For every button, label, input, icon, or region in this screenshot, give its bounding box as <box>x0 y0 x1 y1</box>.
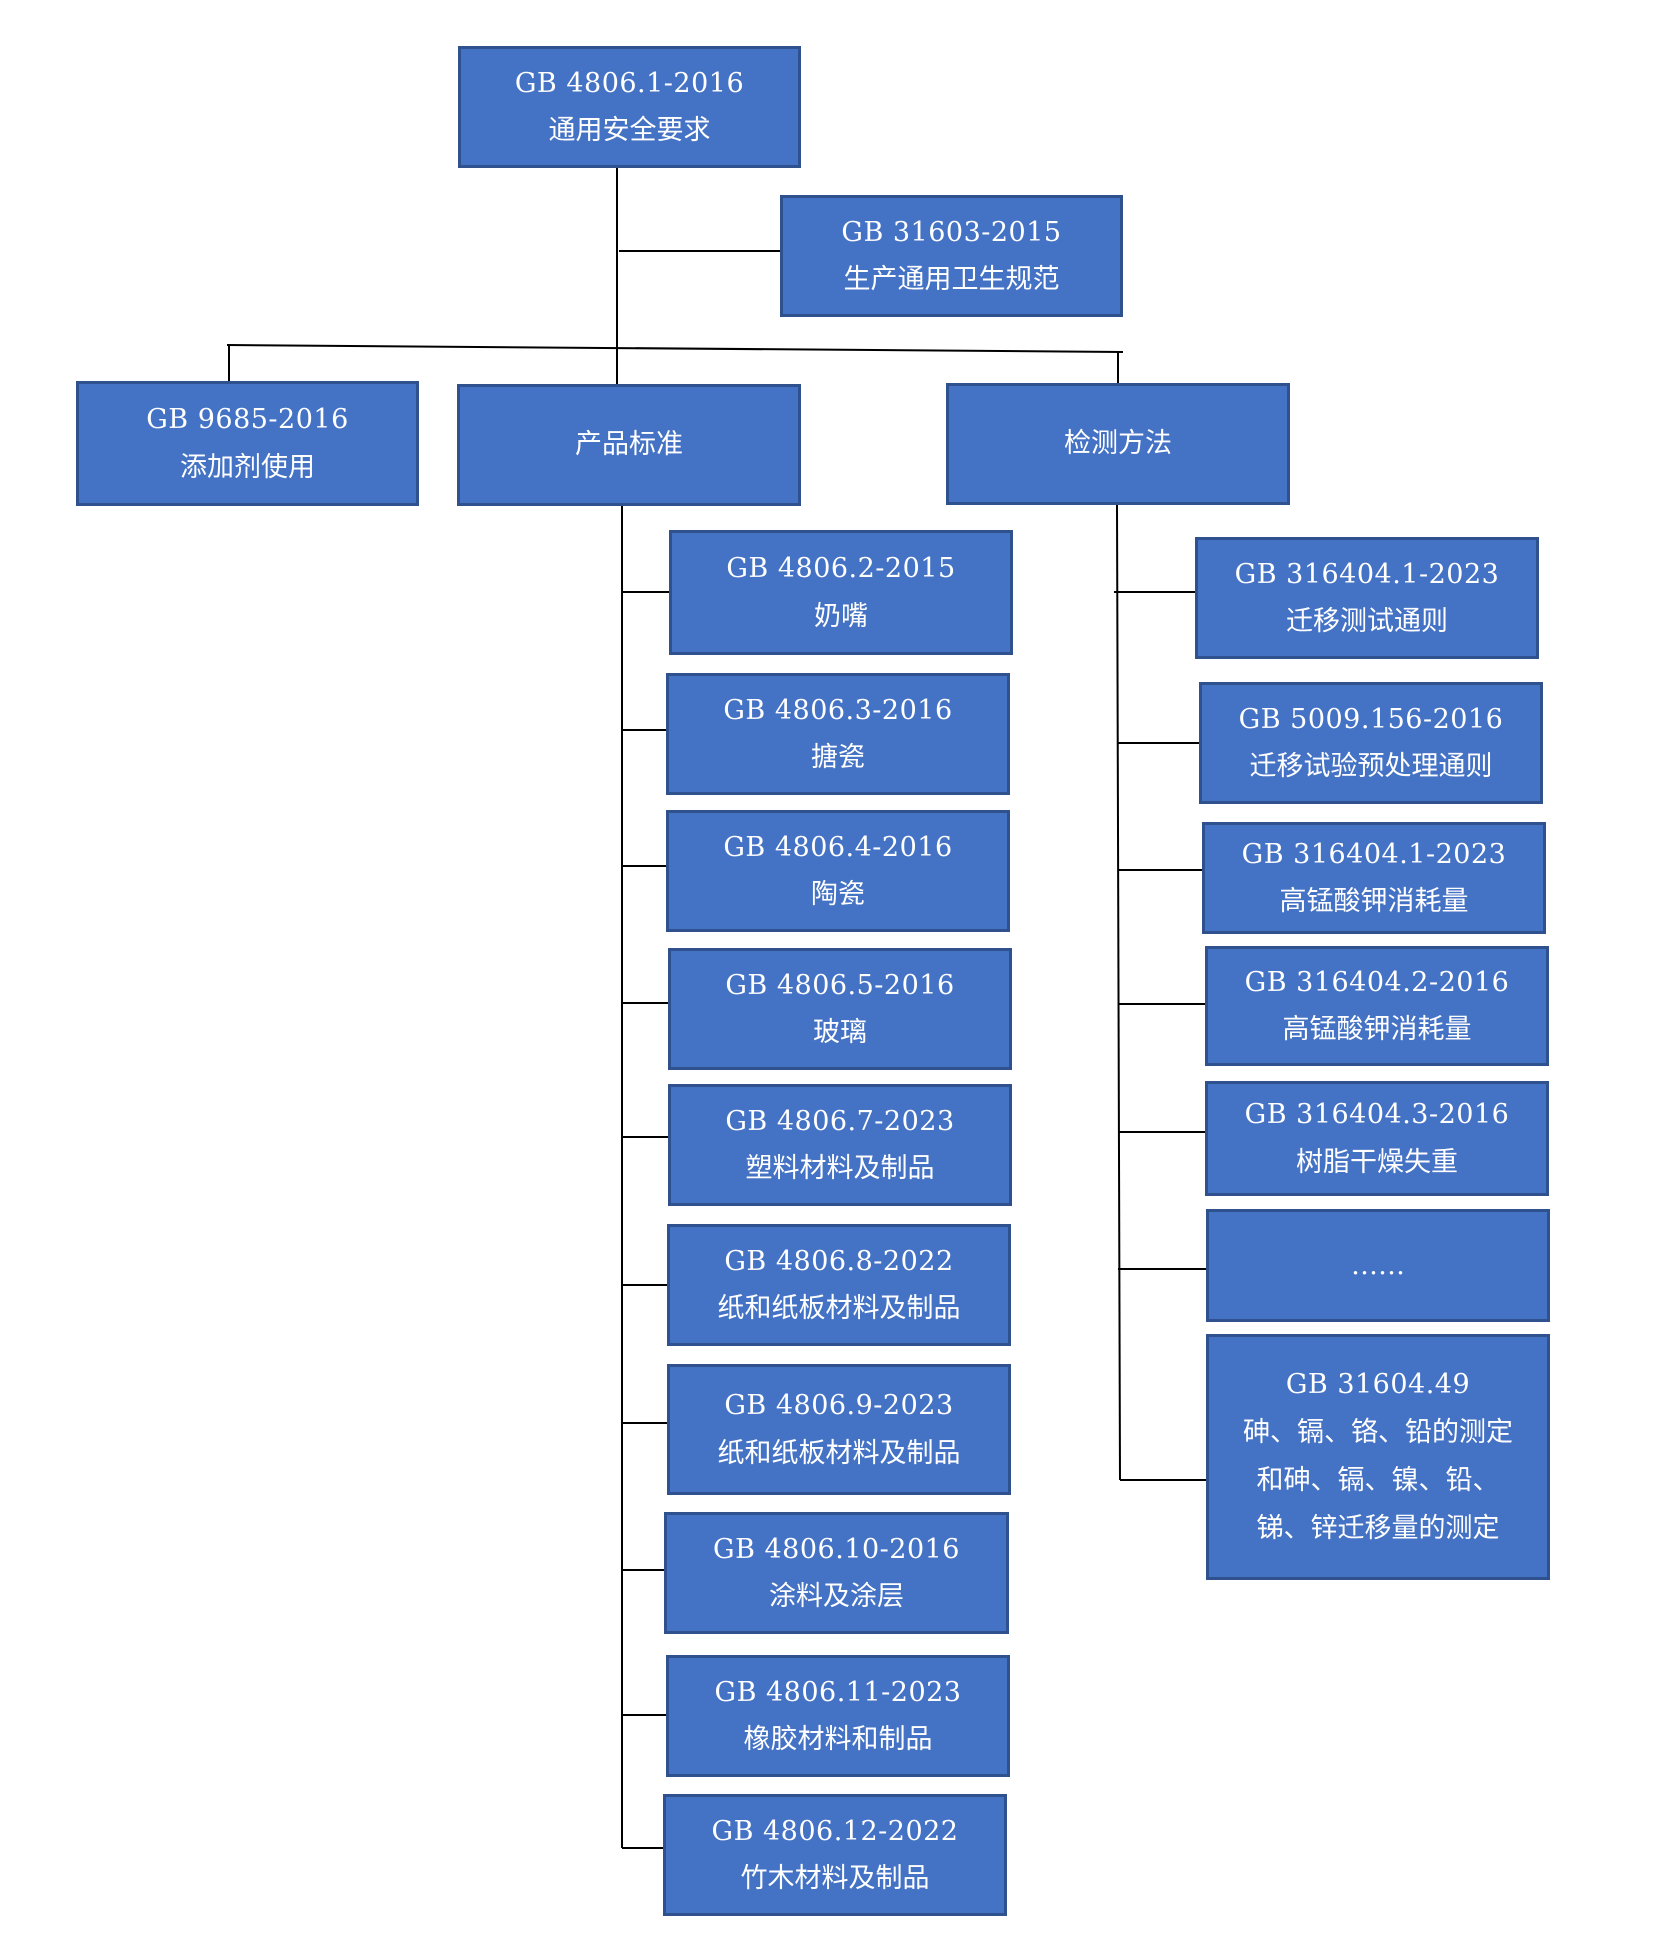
node-code: GB 5009.156-2016 <box>1238 703 1504 735</box>
node-code: GB 9685-2016 <box>146 404 349 436</box>
node-code: GB 4806.1-2016 <box>514 67 745 99</box>
product-standard-item: GB 4806.11-2023 橡胶材料和制品 <box>666 1655 1010 1777</box>
node-label-line-2: 和砷、镉、镍、铅、 <box>1256 1465 1500 1496</box>
node-hygiene-spec: GB 31603-2015 生产通用卫生规范 <box>780 195 1123 317</box>
node-label: 产品标准 <box>575 429 683 461</box>
node-label: 竹木材料及制品 <box>740 1863 930 1894</box>
node-label: 树脂干燥失重 <box>1296 1146 1458 1178</box>
node-label: 奶嘴 <box>814 600 868 632</box>
connector-top-bar <box>226 344 1124 353</box>
node-label: 生产通用卫生规范 <box>843 264 1060 295</box>
node-label: 塑料材料及制品 <box>745 1153 935 1184</box>
node-label: 迁移测试通则 <box>1286 606 1448 637</box>
test-method-item: GB 316404.2-2016 高锰酸钾消耗量 <box>1205 946 1549 1066</box>
node-code: GB 4806.9-2023 <box>724 1390 954 1422</box>
node-code: GB 316404.1-2023 <box>1241 838 1507 870</box>
node-code: GB 4806.2-2015 <box>726 553 956 585</box>
node-code: GB 4806.5-2016 <box>725 969 955 1001</box>
node-label: 玻璃 <box>813 1017 867 1048</box>
node-code: GB 4806.3-2016 <box>723 694 953 726</box>
node-label: 涂料及涂层 <box>769 1581 904 1612</box>
node-test-methods: 检测方法 <box>946 383 1290 505</box>
product-standard-item: GB 4806.12-2022 竹木材料及制品 <box>663 1794 1007 1916</box>
product-standard-item: GB 4806.7-2023 塑料材料及制品 <box>668 1084 1012 1206</box>
node-label: 纸和纸板材料及制品 <box>717 1437 961 1469</box>
node-code: GB 4806.10-2016 <box>713 1533 960 1565</box>
product-standard-item: GB 4806.4-2016 陶瓷 <box>666 810 1010 932</box>
node-additive-use: GB 9685-2016 添加剂使用 <box>76 381 419 506</box>
node-code: GB 4806.8-2022 <box>724 1245 954 1277</box>
product-standard-item: GB 4806.9-2023 纸和纸板材料及制品 <box>667 1364 1011 1495</box>
node-general-safety: GB 4806.1-2016 通用安全要求 <box>458 46 801 168</box>
node-code: GB 4806.4-2016 <box>723 831 953 863</box>
product-standard-item: GB 4806.3-2016 搪瓷 <box>666 673 1010 795</box>
node-code: GB 31604.49 <box>1285 1368 1471 1400</box>
test-method-item: GB 316404.1-2023 高锰酸钾消耗量 <box>1202 822 1546 934</box>
test-method-item: GB 316404.1-2023 迁移测试通则 <box>1195 537 1539 659</box>
product-standard-item: GB 4806.10-2016 涂料及涂层 <box>664 1512 1009 1634</box>
test-method-item-ellipsis: …… <box>1206 1209 1550 1322</box>
node-code: GB 31603-2015 <box>841 216 1062 248</box>
product-standard-item: GB 4806.5-2016 玻璃 <box>668 948 1012 1070</box>
node-label-line-3: 锑、锌迁移量的测定 <box>1256 1513 1500 1545</box>
node-label: 陶瓷 <box>811 879 865 910</box>
connector-test-spine <box>1116 504 1121 1481</box>
node-label: 迁移试验预处理通则 <box>1249 751 1493 782</box>
product-standard-item: GB 4806.2-2015 奶嘴 <box>669 530 1013 655</box>
node-code: GB 4806.11-2023 <box>714 1676 962 1708</box>
node-label: 橡胶材料和制品 <box>743 1724 933 1755</box>
node-code: GB 4806.7-2023 <box>725 1105 955 1137</box>
node-label: 检测方法 <box>1064 428 1172 460</box>
node-label-line-1: 砷、镉、铬、铅的测定 <box>1243 1416 1513 1448</box>
node-code: GB 316404.1-2023 <box>1234 558 1500 590</box>
node-label: …… <box>1351 1249 1405 1281</box>
test-method-item: GB 316404.3-2016 树脂干燥失重 <box>1205 1081 1549 1196</box>
node-label: 高锰酸钾消耗量 <box>1282 1014 1472 1045</box>
test-method-item: GB 31604.49 砷、镉、铬、铅的测定 和砷、镉、镍、铅、 锑、锌迁移量的… <box>1206 1334 1550 1580</box>
product-standard-item: GB 4806.8-2022 纸和纸板材料及制品 <box>667 1224 1011 1346</box>
node-code: GB 4806.12-2022 <box>711 1815 959 1847</box>
node-label: 添加剂使用 <box>180 451 315 483</box>
test-method-item: GB 5009.156-2016 迁移试验预处理通则 <box>1199 682 1543 804</box>
node-product-standards: 产品标准 <box>457 384 801 506</box>
node-code: GB 316404.2-2016 <box>1244 966 1510 998</box>
node-label: 搪瓷 <box>811 742 865 773</box>
node-label: 高锰酸钾消耗量 <box>1279 886 1469 917</box>
node-label: 纸和纸板材料及制品 <box>717 1293 961 1324</box>
node-code: GB 316404.3-2016 <box>1244 1099 1510 1131</box>
node-label: 通用安全要求 <box>548 115 711 146</box>
